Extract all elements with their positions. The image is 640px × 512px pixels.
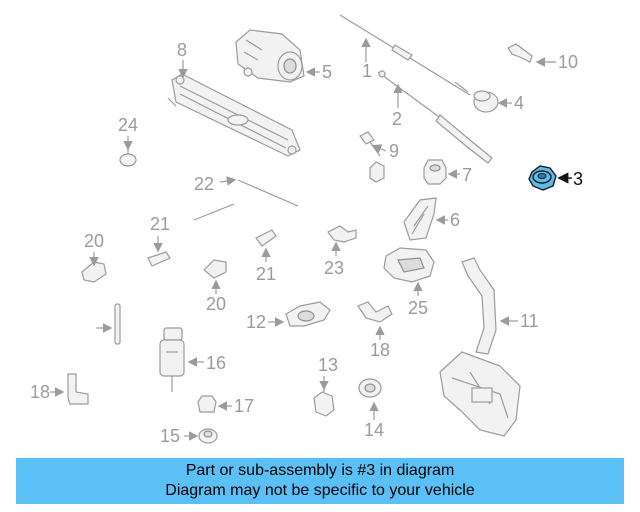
callout-25: 25 xyxy=(408,281,428,318)
label-2: 2 xyxy=(392,109,402,129)
callout-16: 16 xyxy=(187,353,226,373)
clip-part-24 xyxy=(119,146,137,167)
callout-24: 24 xyxy=(118,115,138,151)
grommet-part-15 xyxy=(198,428,218,444)
banner-line-2: Diagram may not be specific to your vehi… xyxy=(165,482,475,499)
wiper-blade-part xyxy=(339,14,471,96)
connector-part-23 xyxy=(327,225,357,243)
rod-part-22 xyxy=(193,179,299,221)
bracket-part xyxy=(403,197,437,241)
grommet-part-7 xyxy=(423,159,447,185)
callout-14: 14 xyxy=(364,401,384,440)
label-7: 7 xyxy=(462,165,472,185)
label-8: 8 xyxy=(177,40,187,60)
washer-pump-part xyxy=(159,327,185,392)
clip-part-10 xyxy=(507,43,533,63)
label-25: 25 xyxy=(408,298,428,318)
connector-part-18b xyxy=(357,301,393,323)
callout-2: 2 xyxy=(392,83,403,129)
wiper-linkage-part xyxy=(167,73,301,157)
callout-10: 10 xyxy=(535,52,578,72)
seal-part-25 xyxy=(383,247,435,283)
label-16: 16 xyxy=(206,353,226,373)
callout-3: 3 xyxy=(557,169,583,189)
label-3: 3 xyxy=(573,169,583,189)
callout-18b: 18 xyxy=(370,325,390,360)
grommet-part-14 xyxy=(358,378,382,398)
label-23: 23 xyxy=(324,258,344,278)
callout-18a: 18 xyxy=(30,382,65,402)
washer-reservoir-part xyxy=(439,257,521,437)
info-banner: Part or sub-assembly is #3 in diagram Di… xyxy=(16,458,624,504)
label-15: 15 xyxy=(160,426,180,446)
label-18a: 18 xyxy=(30,382,50,402)
label-21b: 21 xyxy=(256,264,276,284)
callout-20a: 20 xyxy=(84,231,104,267)
callout-7: 7 xyxy=(447,165,472,185)
label-20b: 20 xyxy=(206,294,226,314)
label-9: 9 xyxy=(389,141,399,161)
callout-22: 22 xyxy=(194,174,237,194)
callout-12: 12 xyxy=(246,312,285,332)
callout-21a: 21 xyxy=(150,214,170,253)
label-24: 24 xyxy=(118,115,138,135)
callout-23: 23 xyxy=(324,241,344,278)
label-20a: 20 xyxy=(84,231,104,251)
label-18b: 18 xyxy=(370,340,390,360)
label-22: 22 xyxy=(194,174,214,194)
label-6: 6 xyxy=(450,210,460,230)
callout-4: 4 xyxy=(497,93,524,113)
label-14: 14 xyxy=(364,420,384,440)
label-17: 17 xyxy=(234,396,254,416)
gasket-part-12 xyxy=(285,301,331,327)
sensor-part-13 xyxy=(313,384,335,417)
banner-line-1: Part or sub-assembly is #3 in diagram xyxy=(185,462,455,479)
callout-6: 6 xyxy=(435,210,460,230)
grommet-part-17 xyxy=(197,395,217,413)
callout-21b: 21 xyxy=(256,247,276,284)
callout-1: 1 xyxy=(361,37,372,81)
label-5: 5 xyxy=(322,62,332,82)
callout-20b: 20 xyxy=(206,279,226,314)
callout-5: 5 xyxy=(305,62,332,82)
label-1: 1 xyxy=(362,61,372,81)
label-12: 12 xyxy=(246,312,266,332)
nozzle-part-20a xyxy=(81,261,107,283)
label-4: 4 xyxy=(514,93,524,113)
label-21a: 21 xyxy=(150,214,170,234)
elbow-connector-part-18a xyxy=(67,373,89,405)
callout-13: 13 xyxy=(318,355,338,391)
nozzle-part-20b xyxy=(203,259,227,279)
cap-part xyxy=(473,90,499,113)
label-13: 13 xyxy=(318,355,338,375)
check-valve-part-21b xyxy=(255,229,277,247)
callout-17: 17 xyxy=(217,396,254,416)
check-valve-part-21a xyxy=(147,251,171,267)
callout-8: 8 xyxy=(177,40,188,79)
callout-11: 11 xyxy=(499,311,539,331)
label-11: 11 xyxy=(520,311,539,331)
label-10: 10 xyxy=(558,52,578,72)
screw-part-9 xyxy=(359,131,385,183)
hose-part-19 xyxy=(114,303,121,345)
nut-part-highlighted xyxy=(528,165,557,191)
wiper-motor-part xyxy=(235,29,305,83)
callout-15: 15 xyxy=(160,426,199,446)
callout-9: 9 xyxy=(371,141,399,161)
